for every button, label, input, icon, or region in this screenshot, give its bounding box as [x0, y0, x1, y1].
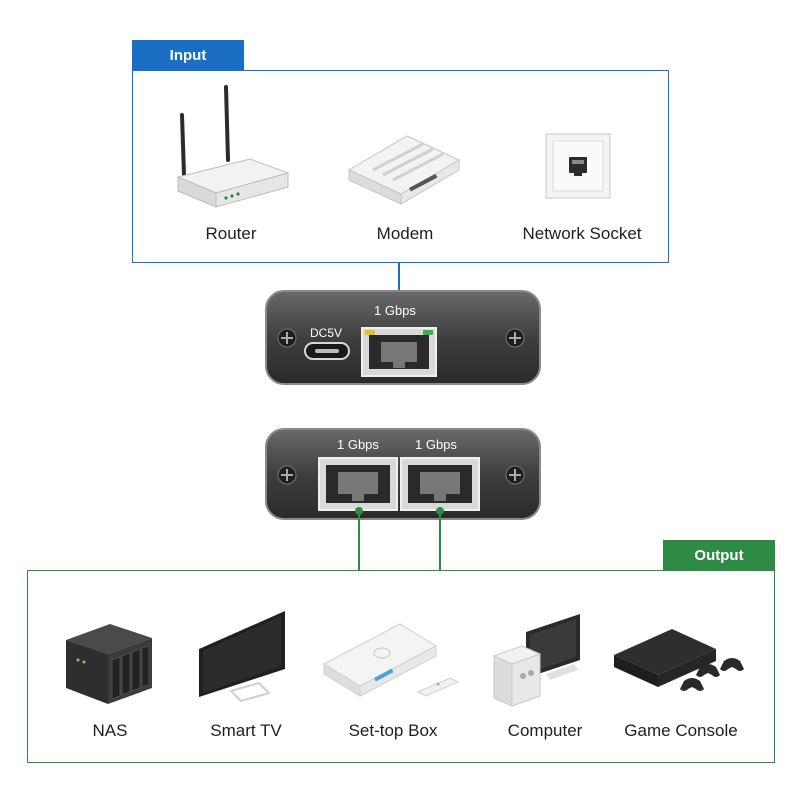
- game-console-icon: [614, 629, 744, 691]
- rj45-port-icon: [400, 457, 480, 511]
- screw-icon: [277, 328, 297, 348]
- connection-dot: [355, 507, 363, 515]
- device-label-set-top-box: Set-top Box: [348, 721, 438, 740]
- input-title: Input: [132, 40, 244, 71]
- screw-icon: [277, 465, 297, 485]
- output-port-speed-1: 1 Gbps: [337, 437, 379, 452]
- smart-tv-icon: [199, 611, 285, 703]
- device-label-network-socket: Network Socket: [522, 224, 642, 243]
- device-label-modem: Modem: [376, 224, 434, 243]
- set-top-box-icon: [322, 623, 460, 697]
- nas-icon: [66, 624, 152, 704]
- output-connection-line-1: [358, 512, 360, 570]
- output-unit: [265, 428, 541, 520]
- device-label-nas: NAS: [92, 721, 128, 740]
- device-label-computer: Computer: [507, 721, 583, 740]
- output-port-speed-2: 1 Gbps: [415, 437, 457, 452]
- device-label-smart-tv: Smart TV: [210, 721, 282, 740]
- screw-icon: [505, 328, 525, 348]
- output-connection-line-2: [439, 512, 441, 570]
- network-socket-icon: [545, 133, 611, 199]
- connection-dot: [436, 507, 444, 515]
- rj45-port-icon: [361, 327, 437, 377]
- device-label-router: Router: [205, 224, 257, 243]
- power-label: DC5V: [310, 326, 343, 340]
- computer-icon: [492, 614, 580, 707]
- output-title: Output: [663, 540, 775, 571]
- input-unit: [265, 290, 541, 385]
- modem-icon: [347, 135, 461, 205]
- rj45-port-icon: [318, 457, 398, 511]
- router-icon: [176, 85, 290, 208]
- screw-icon: [505, 465, 525, 485]
- input-port-speed: 1 Gbps: [374, 303, 416, 318]
- device-label-game-console: Game Console: [624, 721, 738, 740]
